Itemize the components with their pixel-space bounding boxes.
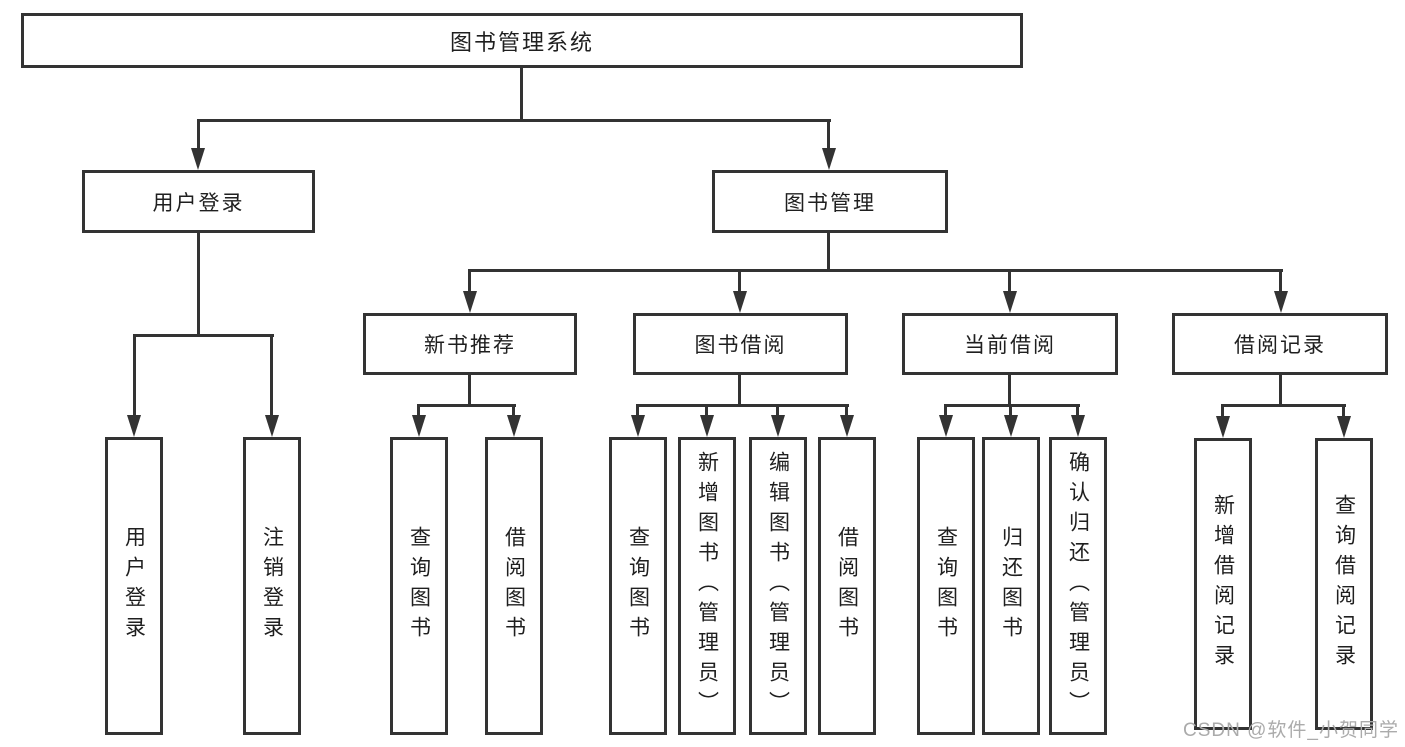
connector-borrowrecord-drop1 [1221, 404, 1224, 416]
leaf-confirm-return-admin: 确认归还（管理员） [1049, 437, 1107, 735]
connector-bookmgmt-bar [468, 269, 1283, 272]
arrow-to-borrow-record-icon [1274, 291, 1288, 313]
connector-userlogin-drop1 [133, 334, 136, 415]
connector-root-drop-left [197, 119, 200, 148]
arrow-to-book-borrow-icon [733, 291, 747, 313]
connector-currentborrow-drop3 [1076, 404, 1079, 415]
connector-bookborrow-drop4 [845, 404, 848, 415]
node-user-login: 用户登录 [82, 170, 315, 233]
node-current-borrow: 当前借阅 [902, 313, 1118, 375]
arrow-currentborrow-leaf1-icon [939, 415, 953, 437]
arrow-borrowrecord-leaf2-icon [1337, 416, 1351, 438]
arrow-bookborrow-leaf3-icon [771, 415, 785, 437]
arrow-to-leaf-user-login-icon [127, 415, 141, 437]
node-book-borrow: 图书借阅 [633, 313, 848, 375]
connector-currentborrow-stem [1008, 375, 1011, 406]
csdn-watermark: CSDN @软件_小贺同学 [1183, 720, 1399, 741]
arrow-bookborrow-leaf2-icon [700, 415, 714, 437]
connector-userlogin-bar [133, 334, 274, 337]
connector-bookmgmt-drop2 [738, 269, 741, 291]
connector-newbook-drop2 [512, 404, 515, 415]
node-book-management: 图书管理 [712, 170, 948, 233]
connector-currentborrow-bar [944, 404, 1080, 407]
connector-bookmgmt-drop3 [1008, 269, 1011, 291]
leaf-return-books: 归还图书 [982, 437, 1040, 735]
leaf-query-borrow-record: 查询借阅记录 [1315, 438, 1373, 730]
connector-newbook-stem [468, 375, 471, 406]
leaf-borrow-books-recommend: 借阅图书 [485, 437, 543, 735]
arrow-bookborrow-leaf4-icon [840, 415, 854, 437]
arrow-newbook-leaf1-icon [412, 415, 426, 437]
connector-newbook-bar [417, 404, 516, 407]
arrow-to-current-borrow-icon [1003, 291, 1017, 313]
connector-userlogin-stem [197, 233, 200, 336]
node-new-book-recommend: 新书推荐 [363, 313, 577, 375]
connector-borrowrecord-drop2 [1342, 404, 1345, 416]
leaf-query-books-recommend: 查询图书 [390, 437, 448, 735]
leaf-edit-books-admin: 编辑图书（管理员） [749, 437, 807, 735]
arrow-to-user-login-icon [191, 148, 205, 170]
leaf-add-books-admin: 新增图书（管理员） [678, 437, 736, 735]
connector-currentborrow-drop1 [944, 404, 947, 415]
leaf-add-borrow-record: 新增借阅记录 [1194, 438, 1252, 730]
leaf-query-current-borrow: 查询图书 [917, 437, 975, 735]
node-borrow-record: 借阅记录 [1172, 313, 1388, 375]
connector-bookmgmt-stem [827, 233, 830, 272]
arrow-borrowrecord-leaf1-icon [1216, 416, 1230, 438]
arrow-to-new-book-recommend-icon [463, 291, 477, 313]
arrow-newbook-leaf2-icon [507, 415, 521, 437]
leaf-user-logout: 注销登录 [243, 437, 301, 735]
arrow-currentborrow-leaf2-icon [1004, 415, 1018, 437]
connector-bookborrow-bar [636, 404, 849, 407]
connector-bookmgmt-drop1 [468, 269, 471, 291]
connector-root-stem [520, 68, 523, 120]
arrow-bookborrow-leaf1-icon [631, 415, 645, 437]
node-root-system: 图书管理系统 [21, 13, 1023, 68]
connector-bookborrow-drop2 [705, 404, 708, 415]
arrow-to-book-management-icon [822, 148, 836, 170]
leaf-borrow-books: 借阅图书 [818, 437, 876, 735]
connector-bookborrow-drop1 [636, 404, 639, 415]
connector-borrowrecord-bar [1221, 404, 1346, 407]
connector-borrowrecord-stem [1279, 375, 1282, 406]
connector-bookborrow-stem [738, 375, 741, 406]
connector-currentborrow-drop2 [1009, 404, 1012, 415]
connector-newbook-drop1 [417, 404, 420, 415]
connector-root-bar [197, 119, 831, 122]
connector-bookmgmt-drop4 [1279, 269, 1282, 291]
leaf-query-books: 查询图书 [609, 437, 667, 735]
arrow-currentborrow-leaf3-icon [1071, 415, 1085, 437]
connector-userlogin-drop2 [270, 334, 273, 415]
leaf-user-login: 用户登录 [105, 437, 163, 735]
arrow-to-leaf-user-logout-icon [265, 415, 279, 437]
connector-root-drop-right [827, 119, 830, 148]
connector-bookborrow-drop3 [776, 404, 779, 415]
